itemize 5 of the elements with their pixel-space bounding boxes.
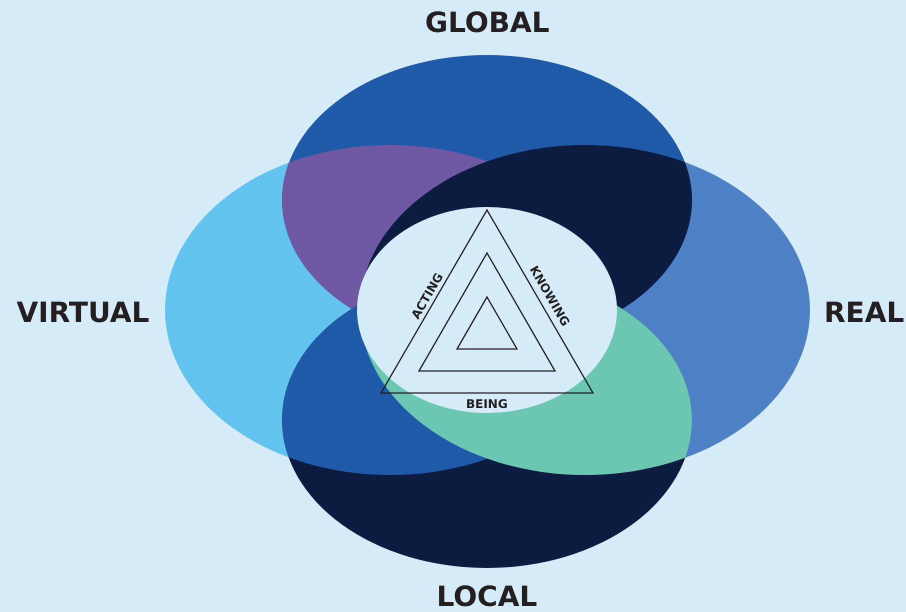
- region-label: REAL: [824, 299, 904, 327]
- side-label: BEING: [466, 398, 508, 410]
- region-label: VIRTUAL: [16, 299, 150, 327]
- region-label: LOCAL: [436, 583, 538, 611]
- region-label: GLOBAL: [425, 9, 550, 37]
